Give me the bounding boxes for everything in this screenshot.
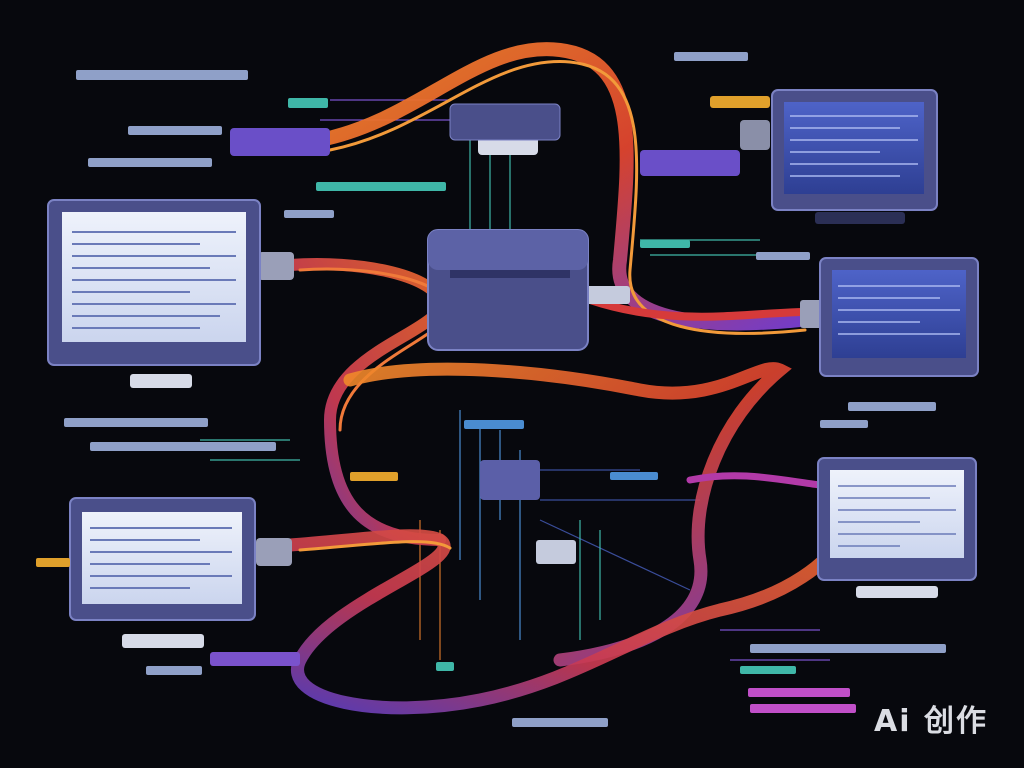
monitor-right-top xyxy=(771,89,938,224)
monitor-left-top xyxy=(47,199,261,388)
illegible-label-marks xyxy=(36,52,946,727)
central-hub xyxy=(427,103,589,351)
monitor-right-bottom xyxy=(817,457,977,598)
monitor-right-middle xyxy=(819,257,979,377)
monitor-left-bottom xyxy=(69,497,256,648)
ai-watermark: Ai 创作 xyxy=(874,704,988,739)
